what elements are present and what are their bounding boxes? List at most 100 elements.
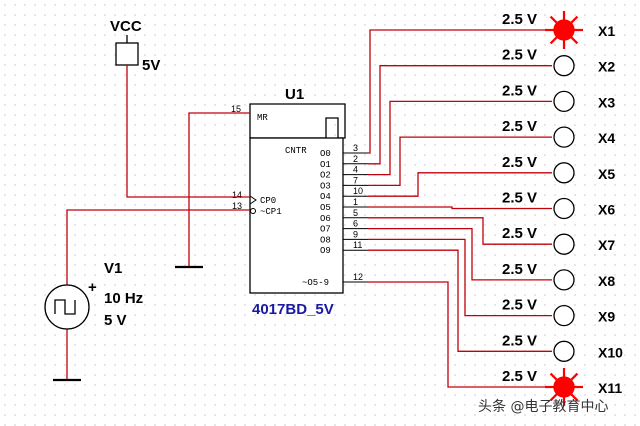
clock-source-v1[interactable]: + V1 10 Hz 5 V	[44, 260, 143, 330]
vcc-name: VCC	[110, 18, 142, 35]
source-freq: 10 Hz	[104, 290, 143, 307]
output-pin-num: 12	[353, 272, 363, 282]
lamp-bulb-icon	[553, 340, 575, 362]
output-pin-name: O7	[320, 225, 331, 235]
square-wave-icon	[54, 299, 76, 315]
output-pin-num: 7	[353, 175, 358, 185]
lamp-voltage: 2.5 V	[502, 297, 537, 314]
wire-lamp	[368, 217, 552, 245]
lamp-name: X9	[598, 309, 615, 325]
lamp-voltage: 2.5 V	[502, 261, 537, 278]
lamp-ray	[549, 393, 558, 402]
lamp-x7: 2.5 V X7	[502, 225, 615, 255]
wire-lamp	[368, 281, 552, 388]
lamp-ray	[549, 15, 558, 24]
lamp-x10: 2.5 V X10	[502, 332, 623, 362]
lamp-voltage: 2.5 V	[502, 368, 537, 385]
lamp-name: X11	[598, 380, 622, 396]
output-pin-num: 11	[353, 240, 362, 250]
lamp-x3: 2.5 V X3	[502, 82, 615, 113]
lamp-name: X7	[598, 237, 615, 253]
wire-lamp	[368, 238, 552, 317]
wire-lamp	[368, 206, 552, 210]
vcc-box	[115, 42, 139, 66]
lamp-x8: 2.5 V X8	[502, 261, 615, 291]
lamp-bulb-icon	[553, 19, 575, 41]
lamp-x4: 2.5 VX4	[502, 118, 615, 148]
lamp-name: X6	[598, 202, 615, 218]
lamp-voltage: 2.5 V	[502, 82, 537, 99]
chip-part: 4017BD_5V	[252, 301, 334, 318]
lamp-bulb-icon	[553, 376, 575, 398]
output-pin-name: O1	[320, 160, 331, 170]
lamp-voltage: 2.5 V	[502, 190, 537, 207]
lamp-name: X4	[598, 130, 615, 146]
lamp-name: X8	[598, 273, 615, 289]
output-pin-name: O0	[320, 149, 331, 159]
clock-source-circle	[44, 284, 90, 330]
lamp-ray	[549, 36, 558, 45]
lamp-x1: 2.5 VX1	[502, 11, 615, 49]
cntr-label: CNTR	[285, 146, 307, 156]
source-plus: +	[88, 279, 97, 296]
clock-marker-cp0	[249, 195, 257, 205]
output-pin-name: O5	[320, 203, 331, 213]
output-pin-name: O9	[320, 246, 331, 256]
lamp-voltage: 2.5 V	[502, 11, 537, 28]
output-pin-name: O4	[320, 192, 331, 202]
lamp-voltage: 2.5 V	[502, 332, 537, 349]
lamp-bulb-icon	[553, 126, 575, 148]
lamp-bulb-icon	[553, 269, 575, 291]
lamp-voltage: 2.5 V	[502, 47, 537, 64]
lamp-x5: 2.5 VX5	[502, 154, 615, 184]
invert-bubble-cp1	[250, 208, 256, 214]
lamp-x9: 2.5 V X9	[502, 297, 615, 327]
output-pin-name: O3	[320, 181, 331, 191]
lamp-name: X2	[598, 59, 615, 75]
output-pin-num: 4	[353, 165, 358, 175]
wire-vcc-cp0	[126, 65, 250, 198]
pin-num-15: 15	[231, 104, 241, 114]
output-pin-name: O8	[320, 235, 331, 245]
lamp-bulb-icon	[553, 162, 575, 184]
chip-u1[interactable]: U1 MR 15 CNTR CP0 ~CP1 14 13 4017BD_5V O…	[231, 86, 368, 318]
wire-lamp	[368, 65, 552, 165]
lamp-voltage: 2.5 V	[502, 154, 537, 171]
pin-name-cp0: CP0	[260, 196, 276, 206]
wire-clock-cp1	[66, 209, 250, 285]
wire-lamp	[368, 136, 552, 187]
lamp-ray	[549, 372, 558, 381]
lamp-ray	[570, 15, 579, 24]
lamp-bulb-icon	[553, 304, 575, 327]
lamp-voltage: 2.5 V	[502, 225, 537, 242]
output-pin-num: 5	[353, 208, 358, 218]
output-pin-num: 9	[353, 229, 358, 239]
pin-num-14: 14	[232, 190, 242, 200]
output-pin-num: 6	[353, 219, 358, 229]
wire-lamp	[368, 172, 552, 197]
chip-ref: U1	[285, 86, 304, 103]
lamp-ray	[570, 393, 579, 402]
lamp-ray	[570, 36, 579, 45]
lamp-bulb-icon	[553, 55, 575, 77]
source-ref: V1	[104, 260, 122, 277]
lamp-name: X10	[598, 344, 623, 360]
chip-body	[249, 137, 344, 294]
watermark: 头条 @电子教育中心	[478, 398, 608, 415]
output-pin-name: O2	[320, 171, 331, 181]
lamp-x6: 2.5 V X6	[502, 190, 615, 220]
wire-lamp	[368, 227, 552, 281]
output-pin-num: 2	[353, 154, 358, 164]
lamp-name: X3	[598, 94, 615, 110]
output-pin-num: 1	[353, 197, 358, 207]
wire-mr-ground	[188, 112, 250, 267]
output-pin-name: ~O5-9	[302, 278, 329, 288]
lamp-bulb-icon	[553, 197, 575, 220]
pin-name-cp1: ~CP1	[260, 207, 282, 217]
pin-num-13: 13	[232, 201, 242, 211]
vcc-source[interactable]: VCC 5V	[110, 18, 160, 74]
wire-lamp	[368, 29, 552, 154]
lamp-ray	[570, 372, 579, 381]
